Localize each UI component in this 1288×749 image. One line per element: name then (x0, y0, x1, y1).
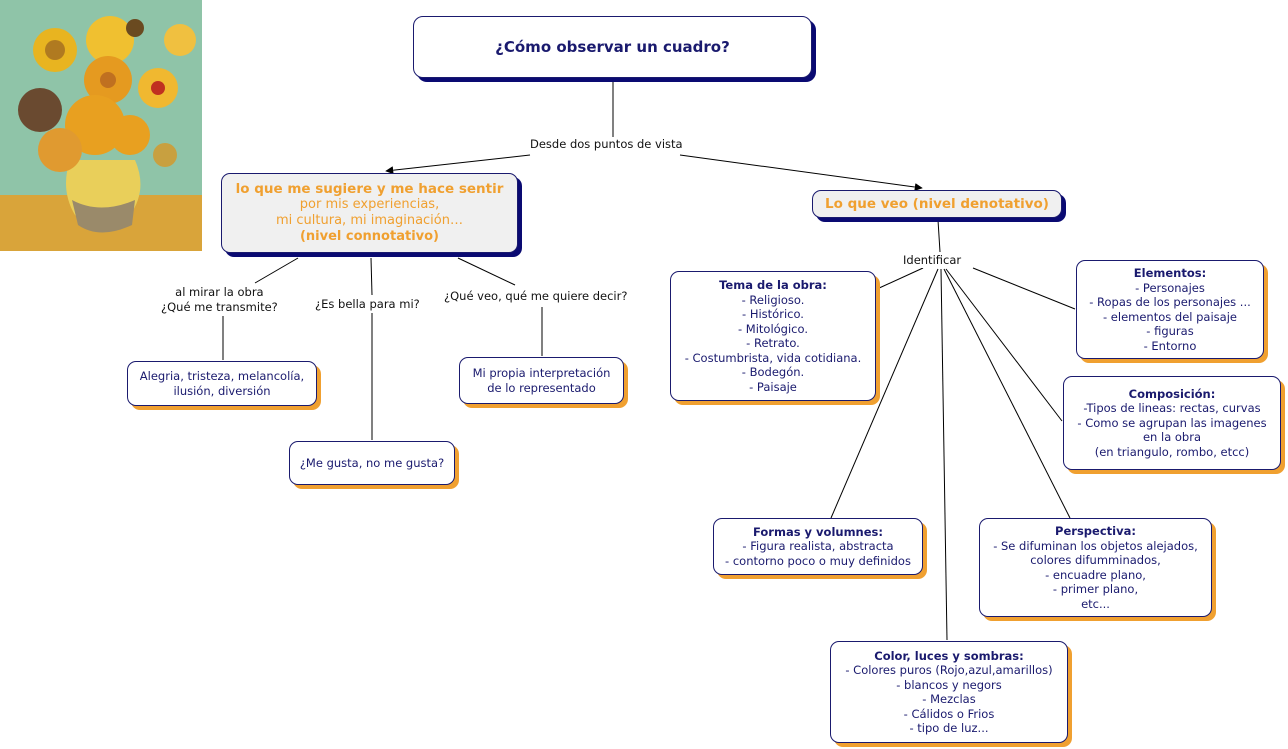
topic-item: - figuras (1146, 324, 1194, 338)
topic-item: en la obra (1142, 430, 1202, 445)
topic-item: - Bodegón. (741, 365, 805, 379)
topic-composicion[interactable]: Composición:-Tipos de lineas: rectas, cu… (1063, 376, 1281, 470)
connotative-concept[interactable]: lo que me sugiere y me hace sentir por m… (221, 173, 518, 253)
link-identify-color (940, 268, 948, 641)
connotative-title: lo que me sugiere y me hace sentir (235, 181, 504, 197)
link-denotative-identify (937, 219, 941, 253)
connotative-line: mi cultura, mi imaginación… (276, 213, 463, 228)
topic-item: - primer plano, (1052, 582, 1139, 596)
topic-title: Perspectiva: (1055, 524, 1136, 538)
connotative-line: por mis experiencias, (299, 197, 440, 212)
topic-item: (en triangulo, rombo, etcc) (1094, 444, 1250, 459)
topic-item: - Mitológico. (737, 321, 808, 336)
topic-item: etc... (1081, 596, 1110, 611)
topic-item: - Figura realista, abstracta (742, 539, 894, 554)
topic-elementos[interactable]: Elementos:- Personajes- Ropas de los per… (1076, 260, 1264, 359)
topic-item: -Tipos de lineas: rectas, curvas (1083, 401, 1261, 416)
connotative-level: (nivel connotativo) (299, 229, 439, 244)
topic-item: - Colores puros (Rojo,azul,amarillos) (845, 663, 1053, 677)
label-transmits-line: al mirar la obra (175, 285, 264, 299)
topic-item: colores difumminados, (1030, 553, 1161, 567)
interpretation-node[interactable]: Mi propia interpretación de lo represent… (459, 357, 624, 404)
topic-item: - tipo de luz... (909, 721, 989, 735)
label-identify: Identificar (903, 253, 962, 268)
denotative-concept[interactable]: Lo que veo (nivel denotativo) (812, 190, 1062, 218)
topic-item: - Personajes (1135, 280, 1205, 295)
link-viewpoints-denotative (679, 154, 923, 191)
topic-item: - Religioso. (741, 292, 805, 307)
topic-item: - Retrato. (746, 336, 800, 350)
likes-node[interactable]: ¿Me gusta, no me gusta? (289, 441, 455, 485)
link-connotative-beautiful (370, 257, 373, 296)
link-identify-tema (876, 267, 924, 290)
topic-item: - Entorno (1143, 338, 1197, 353)
sunflowers-image (0, 0, 202, 251)
link-identify-composicion (945, 268, 1063, 422)
label-beautiful: ¿Es bella para mi? (315, 297, 420, 312)
link-identify-elementos (972, 267, 1076, 310)
topic-item: - elementos del paisaje (1103, 309, 1237, 324)
topic-item: - Cálidos o Frios (903, 706, 995, 721)
topic-item: - Mezclas (922, 692, 976, 706)
node-line: Mi propia interpretación (472, 366, 611, 380)
topic-title: Color, luces y sombras: (874, 648, 1024, 663)
topic-perspectiva[interactable]: Perspectiva:- Se difuminan los objetos a… (979, 518, 1212, 617)
topic-title: Formas y volumnes: (753, 524, 883, 539)
node-line: ¿Me gusta, no me gusta? (299, 455, 445, 470)
link-connotative-meaning (457, 257, 516, 286)
label-meaning: ¿Qué veo, qué me quiere decir? (444, 289, 628, 304)
topic-title: Composición: (1128, 386, 1216, 401)
label-viewpoints: Desde dos puntos de vista (530, 137, 683, 152)
node-line: de lo representado (487, 380, 596, 395)
root-title: ¿Cómo observar un cuadro? (495, 37, 730, 56)
denotative-title: Lo que veo (nivel denotativo) (825, 195, 1049, 212)
topic-item: - encuadre plano, (1045, 567, 1146, 582)
topic-item: - Ropas de los personajes ... (1089, 295, 1251, 309)
label-transmits: al mirar la obra ¿Qué me transmite? (161, 285, 278, 314)
topic-item: - blancos y negors (896, 677, 1002, 692)
topic-title: Tema de la obra: (719, 278, 827, 292)
link-identify-formas (830, 268, 939, 519)
link-viewpoints-connotative (385, 154, 531, 175)
topic-item: - Costumbrista, vida cotidiana. (684, 350, 862, 365)
topic-color[interactable]: Color, luces y sombras:- Colores puros (… (830, 641, 1068, 743)
sunflowers-painting (0, 0, 202, 251)
root-concept[interactable]: ¿Cómo observar un cuadro? (413, 16, 812, 78)
topic-item: - contorno poco o muy definidos (725, 553, 911, 568)
topic-formas[interactable]: Formas y volumnes:- Figura realista, abs… (713, 518, 923, 575)
emotions-node[interactable]: Alegria, tristeza, melancolía, ilusión, … (127, 361, 317, 406)
topic-tema[interactable]: Tema de la obra:- Religioso.- Histórico.… (670, 271, 876, 401)
topic-item: - Paisaje (749, 379, 797, 394)
link-connotative-transmits (254, 257, 299, 284)
topic-title: Elementos: (1133, 266, 1207, 280)
node-line: ilusión, diversión (173, 383, 271, 398)
topic-item: - Se difuminan los objetos alejados, (993, 538, 1198, 553)
topic-item: - Como se agrupan las imagenes (1077, 415, 1267, 430)
topic-item: - Histórico. (742, 307, 804, 321)
node-line: Alegria, tristeza, melancolía, (139, 369, 305, 383)
link-identify-perspectiva (943, 268, 1071, 519)
label-transmits-line: ¿Qué me transmite? (161, 299, 278, 314)
